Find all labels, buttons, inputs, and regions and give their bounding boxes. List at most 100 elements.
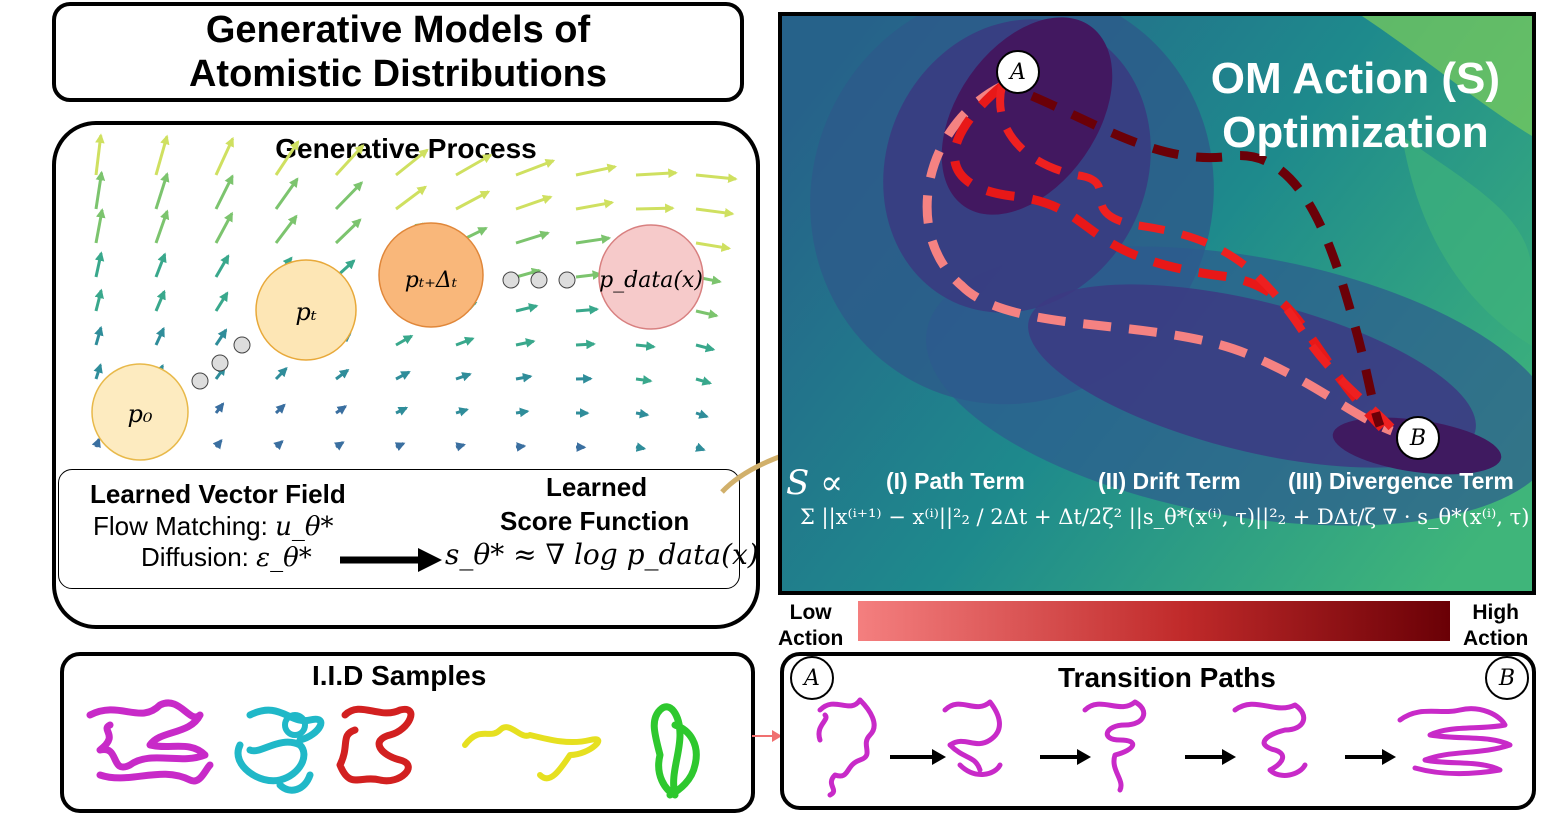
state-a-marker: A	[996, 50, 1040, 94]
vector-arrow	[515, 303, 539, 313]
dot	[233, 336, 251, 354]
implies-arrow	[340, 548, 442, 572]
vector-arrow	[273, 440, 284, 451]
vector-arrow	[334, 144, 365, 177]
learned-score-line1: Learned	[546, 472, 648, 502]
vector-arrow	[214, 136, 235, 176]
vector-arrow	[154, 252, 167, 278]
vector-arrow	[515, 407, 530, 418]
iid-molecules	[86, 699, 700, 799]
vector-arrow	[274, 140, 300, 176]
vector-arrow	[635, 442, 647, 452]
vector-arrow	[93, 363, 103, 380]
legend-low-line1: Low	[789, 601, 832, 624]
diffusion-symbol: ε_θ*	[256, 543, 312, 573]
vector-arrow	[515, 158, 556, 177]
action-colorbar	[858, 601, 1450, 641]
vector-arrow	[695, 442, 706, 452]
flow-matching-symbol: u_θ*	[275, 512, 334, 542]
vector-arrow	[695, 241, 732, 252]
vector-arrow	[695, 173, 738, 184]
legend-high-line1: High	[1472, 601, 1519, 624]
vector-arrow	[575, 270, 603, 280]
vector-arrow	[94, 325, 104, 346]
diffusion-label: Diffusion:	[141, 542, 249, 572]
vector-arrow	[515, 267, 542, 279]
vector-arrow	[94, 251, 105, 278]
vector-arrow	[575, 339, 596, 350]
path-mid-action	[996, 85, 1395, 431]
vector-arrow	[214, 291, 229, 312]
molecule	[234, 706, 325, 794]
flow-matching-line: Flow Matching: u_θ*	[93, 511, 333, 542]
vector-arrow	[154, 326, 165, 346]
iid-title: I.I.D Samples	[312, 660, 487, 691]
generative-process-title: Generative Process	[275, 133, 537, 164]
vector-arrow	[395, 370, 411, 381]
vector-arrow	[212, 438, 223, 450]
vector-arrow	[214, 328, 228, 346]
vector-arrow	[455, 190, 491, 211]
molecule-frame	[1082, 699, 1147, 793]
dist-label: p₀	[128, 400, 153, 428]
vector-arrow	[394, 442, 406, 452]
vector-field: p₀ pₜ pₜ₊Δₜ p_data(x)	[91, 133, 738, 461]
om-title: OM Action (S) Optimization	[1211, 52, 1500, 160]
diffusion-line: Diffusion: ε_θ*	[141, 542, 312, 573]
dist-label: p_data(x)	[599, 268, 703, 293]
vector-arrow	[575, 163, 617, 177]
dist-label: pₜ	[295, 298, 316, 326]
molecule	[650, 703, 700, 799]
molecule-frame	[1397, 706, 1513, 776]
vector-arrow	[154, 209, 170, 244]
om-formula: Σ ||x⁽ⁱ⁺¹⁾ − x⁽ⁱ⁾||²₂ / 2Δt + Δt/2ζ² ||s…	[800, 505, 1530, 529]
vector-arrow	[274, 367, 288, 381]
energy-landscape	[782, 16, 1532, 591]
learned-score-line2: Score Function	[500, 506, 690, 536]
vector-arrow	[334, 218, 362, 245]
term-divergence: (III) Divergence Term	[1288, 468, 1514, 494]
step-arrow-head	[1382, 749, 1396, 765]
vector-arrow	[214, 402, 225, 414]
dot	[530, 271, 548, 289]
vector-arrow	[334, 181, 364, 211]
step-arrow-head	[932, 749, 946, 765]
vector-arrow	[695, 207, 735, 218]
vector-arrow	[335, 405, 348, 415]
learned-box	[58, 469, 740, 589]
vector-arrow	[274, 403, 286, 415]
title-panel: Generative Models of Atomistic Distribut…	[52, 2, 744, 102]
dot	[558, 271, 576, 289]
vector-arrow	[695, 342, 716, 353]
molecule	[86, 699, 214, 785]
step-arrow-head	[1077, 749, 1091, 765]
molecule-frame	[942, 699, 1003, 777]
vector-arrow	[635, 341, 656, 351]
path-low-action	[922, 81, 1394, 436]
vector-arrow	[395, 185, 427, 211]
om-action-panel: A B OM Action (S) Optimization	[778, 12, 1536, 595]
vector-arrow	[154, 134, 170, 176]
vector-arrow	[695, 376, 713, 386]
dist-pdata	[598, 224, 704, 330]
vector-arrow	[154, 172, 170, 210]
transition-molecules	[816, 697, 1513, 798]
vector-arrow	[575, 234, 612, 245]
molecule	[462, 724, 602, 782]
vector-arrow	[94, 208, 106, 244]
transition-dots	[191, 271, 576, 390]
vector-arrow	[214, 174, 234, 210]
landscape-high	[1362, 16, 1532, 136]
dist-p0	[91, 363, 189, 461]
action-proportional: S ∝	[786, 463, 844, 503]
dot	[191, 372, 209, 390]
vector-arrow	[515, 194, 553, 211]
dot	[211, 354, 229, 372]
vector-arrow	[455, 407, 469, 417]
molecule-frame	[1232, 701, 1308, 778]
iid-to-transition-arrow	[752, 730, 782, 742]
vector-arrow	[154, 289, 166, 312]
dist-pt	[255, 259, 357, 361]
molecule-frame	[816, 697, 877, 798]
vector-arrow	[395, 148, 429, 177]
